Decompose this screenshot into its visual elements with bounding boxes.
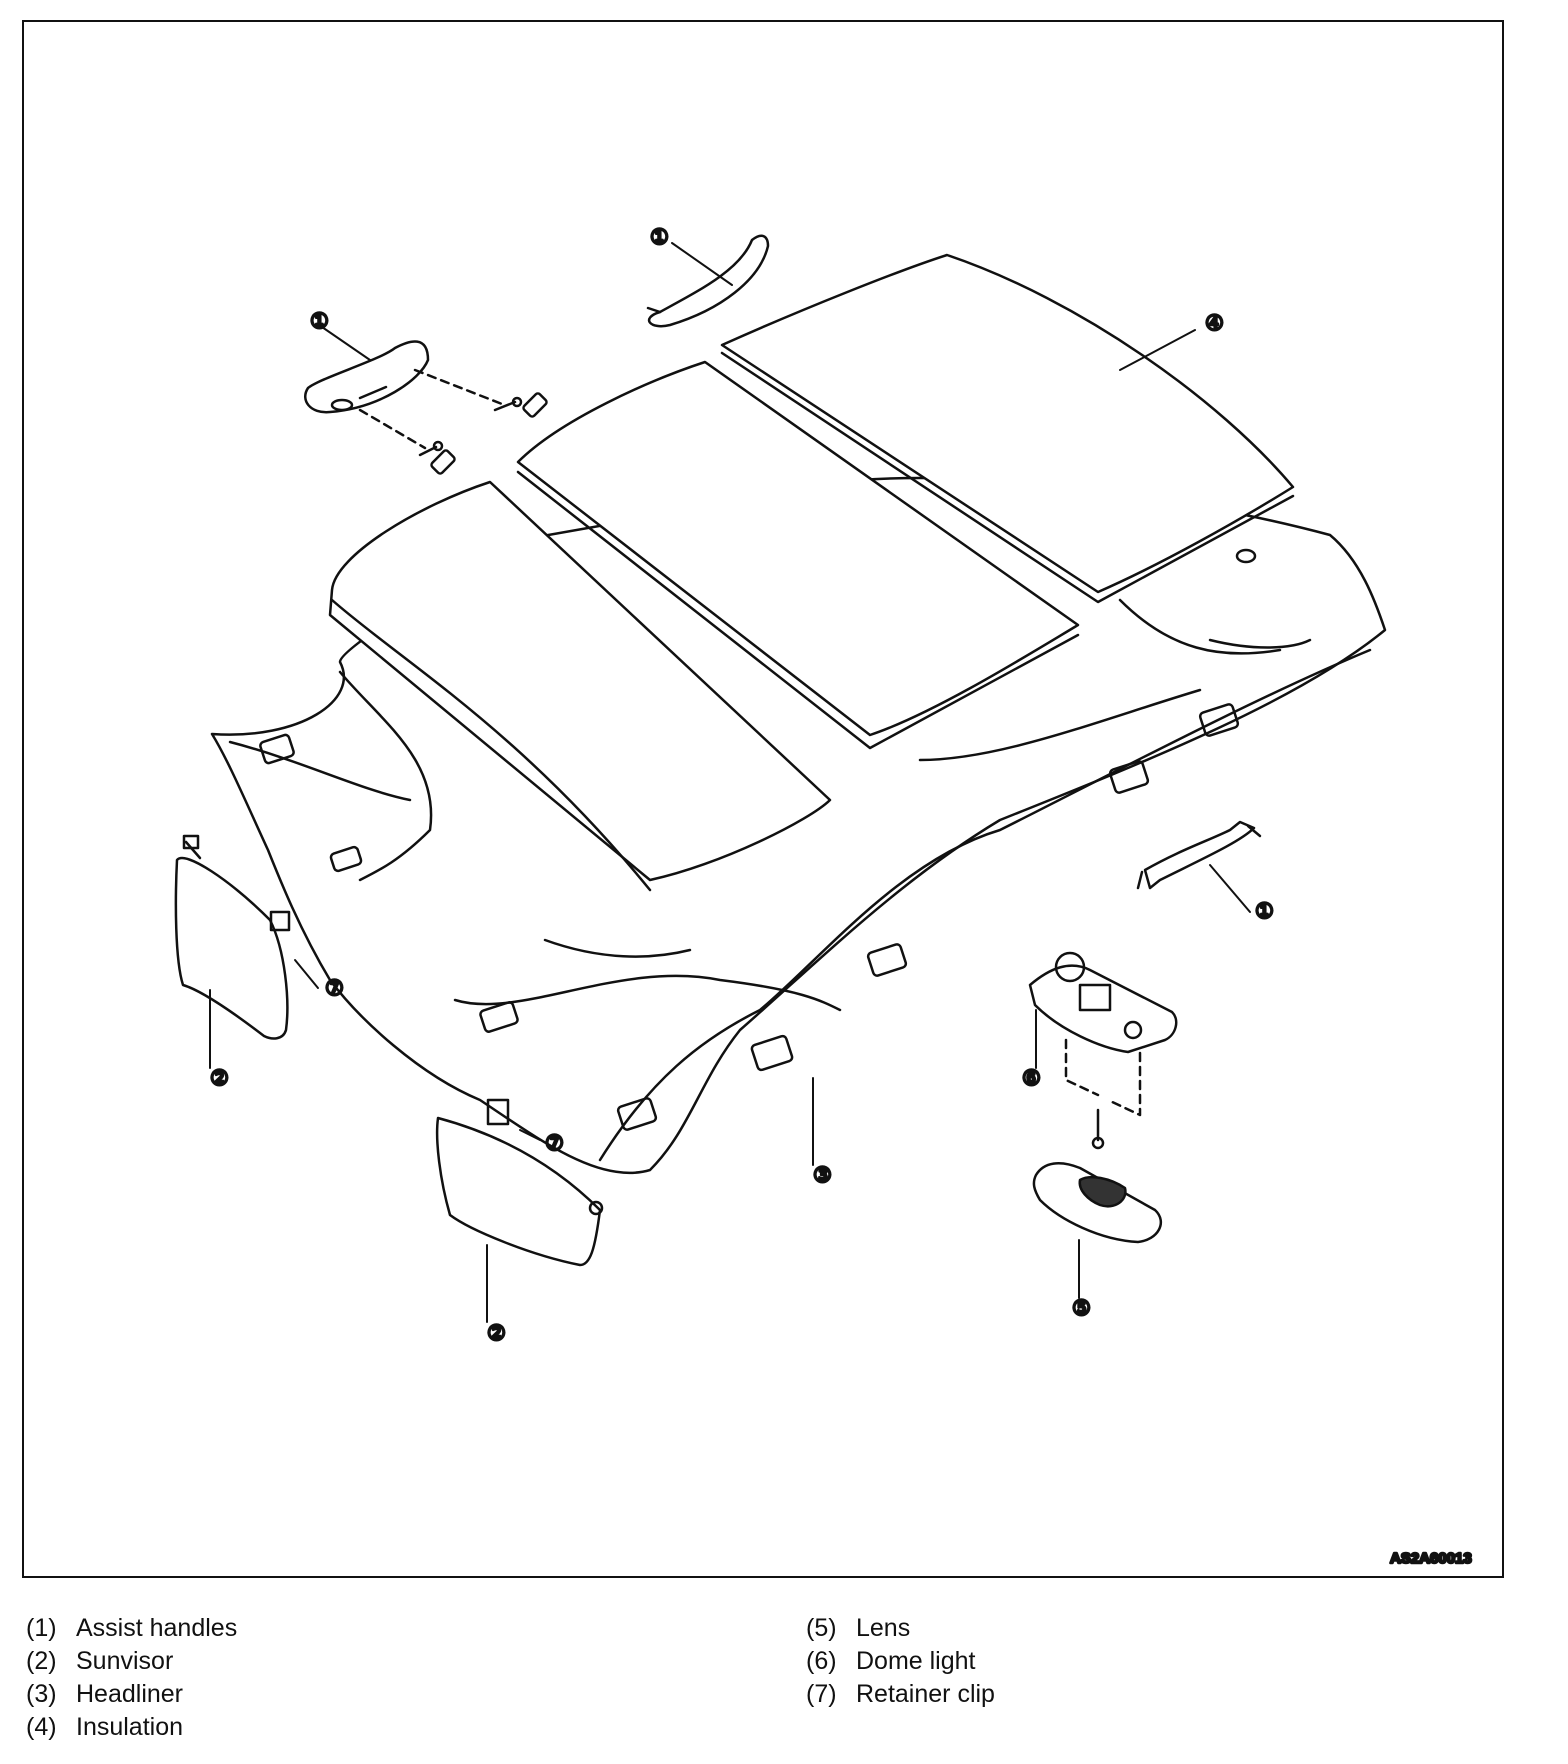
legend: (1) Assist handles (2) Sunvisor (3) Headlin… <box>26 1612 1506 1752</box>
legend-number: (6) <box>806 1647 837 1675</box>
legend-number: (1) <box>26 1614 57 1642</box>
legend-item: (5) Lens <box>806 1612 995 1645</box>
callout-4-insulation: ④ <box>1205 311 1224 335</box>
callout-6-dome-light: ⑥ <box>1022 1066 1041 1090</box>
legend-number: (3) <box>26 1680 57 1708</box>
legend-label: Sunvisor <box>76 1647 174 1675</box>
legend-item: (1) Assist handles <box>26 1612 237 1645</box>
callout-3-headliner: ③ <box>813 1163 832 1187</box>
legend-number: (7) <box>806 1680 837 1708</box>
legend-item: (4) Insulation <box>26 1711 237 1744</box>
legend-label: Lens <box>856 1614 911 1642</box>
legend-item: (6) Dome light <box>806 1645 995 1678</box>
legend-item: (7) Retainer clip <box>806 1678 995 1711</box>
legend-number: (5) <box>806 1614 837 1642</box>
legend-item: (3) Headliner <box>26 1678 237 1711</box>
legend-right-column: (5) Lens (6) Dome light (7) Retainer clip <box>806 1612 995 1711</box>
callout-2-right-sunvisor: ② <box>487 1321 506 1345</box>
legend-label: Headliner <box>76 1680 184 1708</box>
dome-light-part <box>1028 951 1178 1150</box>
sunvisor-part <box>174 834 604 1267</box>
legend-number: (2) <box>26 1647 57 1675</box>
callout-5-lens: ⑤ <box>1072 1296 1091 1320</box>
figure-code: AS2A60013 <box>1390 1550 1472 1567</box>
legend-number: (4) <box>26 1713 57 1741</box>
legend-label: Retainer clip <box>856 1680 995 1708</box>
legend-label: Dome light <box>856 1647 976 1675</box>
callout-1-top-handle: ① <box>650 225 669 249</box>
callout-2-left-sunvisor: ② <box>210 1066 229 1090</box>
leader-lines <box>209 242 1251 1323</box>
callout-1-right-handle: ① <box>1255 899 1274 923</box>
callout-1-left-handle: ① <box>310 309 329 333</box>
insulation-part <box>328 253 1295 892</box>
legend-label: Assist handles <box>76 1614 238 1642</box>
callout-7-right-clip: ⑦ <box>545 1131 564 1155</box>
legend-left-column: (1) Assist handles (2) Sunvisor (3) Headlin… <box>26 1612 237 1744</box>
lens-part <box>1032 1162 1162 1244</box>
legend-item: (2) Sunvisor <box>26 1645 237 1678</box>
assist-handle-part <box>304 234 1262 890</box>
legend-label: Insulation <box>76 1713 184 1741</box>
callout-7-left-clip: ⑦ <box>325 976 344 1000</box>
